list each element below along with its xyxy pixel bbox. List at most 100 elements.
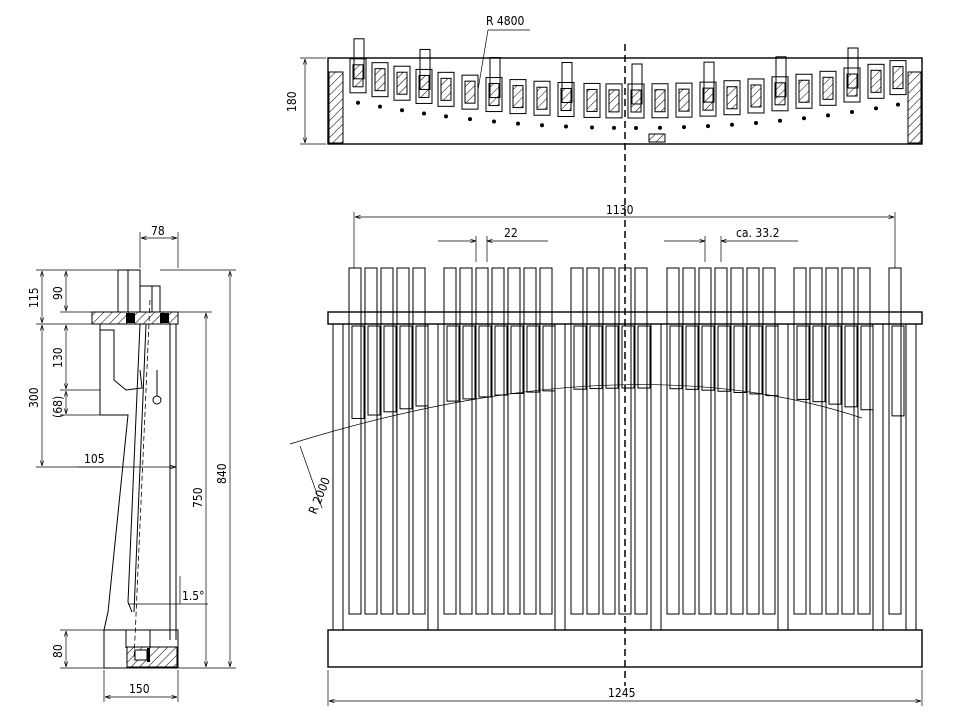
side-inner-height-label: 750: [191, 487, 205, 508]
front-bar-sleeve: [542, 325, 556, 392]
top-bar-hatch: [396, 71, 408, 95]
top-bar-hatch: [870, 69, 882, 93]
top-height-label: 180: [285, 91, 299, 112]
side-top-width-label: 78: [151, 224, 165, 238]
top-bar-dot: [826, 113, 830, 118]
front-bar: [634, 267, 648, 615]
front-bar-sleeve: [844, 325, 858, 408]
top-bar: [747, 78, 765, 114]
front-bar: [412, 267, 426, 615]
front-bar-sleeve: [749, 325, 763, 395]
front-bar: [570, 267, 584, 615]
top-bar-hatch: [750, 84, 762, 108]
front-view-bars: [332, 267, 917, 631]
front-bar-sleeve: [733, 325, 747, 393]
top-bar: [627, 83, 645, 119]
front-bar-lower: [554, 323, 566, 631]
front-bar-sleeve: [796, 325, 810, 400]
front-bar-sleeve: [828, 325, 842, 405]
top-bar: [867, 63, 885, 99]
top-bar-dot: [634, 125, 638, 130]
front-bar: [523, 267, 537, 615]
top-bar: [557, 82, 575, 118]
top-bar: [795, 73, 813, 109]
front-bar-sleeve: [510, 325, 524, 394]
top-bar-hatch: [560, 88, 572, 112]
front-width-label: 1245: [608, 686, 635, 700]
top-bar-tall: [353, 38, 365, 80]
front-bar-sleeve: [812, 325, 826, 403]
front-bar-width-label: 22: [504, 226, 518, 240]
front-bar: [714, 267, 728, 615]
top-bar-dot: [590, 125, 594, 130]
front-bar: [809, 267, 823, 615]
top-bar: [819, 70, 837, 106]
top-bar-dot: [492, 119, 496, 124]
front-bar-sleeve: [478, 325, 492, 398]
top-bar: [771, 76, 789, 112]
top-bar-hatch: [488, 83, 500, 107]
front-bar-sleeve: [685, 325, 699, 390]
top-view-center-key: [648, 133, 666, 143]
side-top-height-label: 115: [27, 287, 41, 308]
top-bar-dot: [682, 125, 686, 130]
top-bar: [699, 81, 717, 117]
top-bar: [461, 74, 479, 110]
top-bar-dot: [468, 117, 472, 122]
top-bar-dot: [778, 118, 782, 123]
top-bar-hatch: [822, 76, 834, 100]
front-bar: [364, 267, 378, 615]
side-total-height-label: 840: [215, 463, 229, 484]
front-bar-sleeve: [351, 325, 365, 419]
top-bar-dot: [612, 125, 616, 130]
top-radius-leader: [477, 29, 530, 91]
front-bar: [396, 267, 410, 615]
front-bar-sleeve: [462, 325, 476, 400]
front-bar: [507, 267, 521, 615]
side-base-width-label: 150: [129, 682, 150, 696]
top-bar-tall: [489, 57, 501, 99]
top-bar-hatch: [798, 79, 810, 103]
top-bar-tall: [419, 48, 431, 90]
top-bar-hatch: [702, 87, 714, 111]
front-bar: [730, 267, 744, 615]
top-bar-hatch: [374, 68, 386, 92]
top-bar: [415, 68, 433, 104]
front-bar: [475, 267, 489, 615]
side-view: 78 115 90 130 (68) 300 105 750 840 1.5°: [27, 224, 236, 702]
front-bar: [888, 267, 902, 615]
top-bar-hatch: [774, 82, 786, 106]
front-span-label: 1130: [606, 203, 634, 217]
top-bar-dot: [896, 102, 900, 107]
side-base-height-label: 80: [51, 644, 65, 658]
side-depth-label: 105: [84, 452, 105, 466]
front-bar-sleeve: [891, 325, 905, 417]
front-bar-sleeve: [446, 325, 460, 402]
top-bar-dot: [850, 110, 854, 115]
top-bar: [371, 62, 389, 98]
front-bar: [762, 267, 776, 615]
front-bar-sleeve: [717, 325, 731, 392]
top-bar: [485, 77, 503, 113]
front-bar: [586, 267, 600, 615]
top-bar: [393, 65, 411, 101]
front-bar-sleeve: [399, 325, 413, 410]
top-bar: [843, 67, 861, 103]
top-bar: [509, 79, 527, 115]
side-base: [103, 629, 179, 669]
top-bar-hatch: [608, 89, 620, 113]
top-bar-hatch: [440, 77, 452, 101]
top-bar: [605, 83, 623, 119]
front-bar: [746, 267, 760, 615]
front-bar-sleeve: [669, 325, 683, 390]
side-mid-height-label: 130: [51, 347, 65, 368]
front-bar: [793, 267, 807, 615]
top-bar: [583, 82, 601, 118]
front-bar-sleeve: [367, 325, 381, 416]
top-bar-dot: [564, 124, 568, 129]
front-radius-arc: [289, 384, 863, 445]
side-upper-height-label: 90: [51, 286, 65, 300]
front-bar: [666, 267, 680, 615]
top-bar-hatch: [726, 86, 738, 110]
top-bar-dot: [540, 123, 544, 128]
